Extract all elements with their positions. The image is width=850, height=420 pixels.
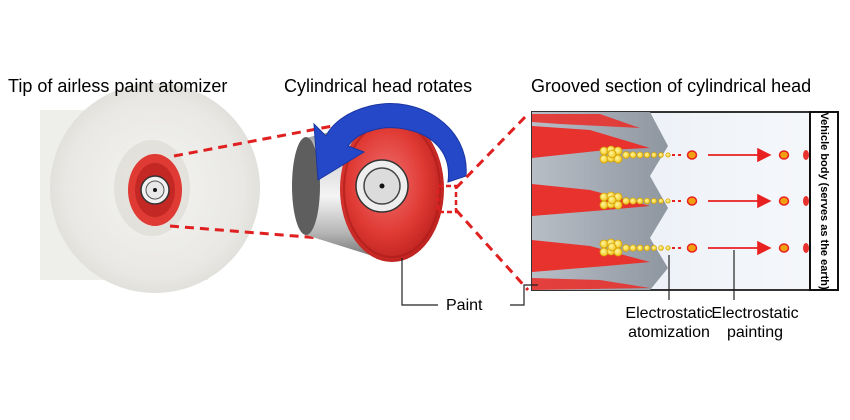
chain-droplet (622, 244, 630, 252)
chain-droplet (643, 151, 651, 159)
label-painting-line1: Electrostatic (711, 305, 799, 322)
chain-droplet (658, 152, 664, 158)
chain-droplet (622, 197, 630, 205)
chain-droplet (636, 197, 644, 205)
zoom-selection-box (436, 184, 458, 214)
vehicle-body (809, 111, 839, 291)
chain-droplet (629, 197, 637, 205)
label-electrostatic-painting: Electrostatic painting (704, 304, 806, 342)
chain-droplet (636, 244, 644, 252)
chain-droplet (658, 198, 664, 204)
chain-droplet (665, 245, 671, 251)
label-vehicle-body: Vehicle body (serves as the earth) (818, 112, 830, 290)
cluster-droplet (613, 154, 623, 164)
zoom-lines-tip-to-head (169, 123, 339, 240)
label-paint: Paint (446, 297, 483, 314)
chain-droplet (629, 151, 637, 159)
chain-droplet (651, 152, 657, 158)
label-atomization-line1: Electrostatic (625, 305, 713, 322)
flying-droplet (686, 243, 698, 253)
grooved-section-panel (531, 111, 839, 291)
cluster-droplet (607, 149, 617, 159)
flying-droplet (778, 150, 790, 160)
chain-droplet (665, 152, 671, 158)
chain-droplet (622, 151, 630, 159)
paint-layer-top (532, 126, 650, 158)
paint-impact (803, 196, 809, 206)
rotation-arrow-icon (313, 103, 467, 183)
cluster-droplet (607, 195, 617, 205)
chain-droplet (665, 198, 671, 204)
title-grooved: Grooved section of cylindrical head (531, 76, 812, 96)
chain-droplet (643, 244, 651, 252)
cluster-droplet (613, 247, 623, 257)
paint-impact (803, 150, 809, 160)
flying-droplet (686, 196, 698, 206)
cluster-droplet (613, 200, 623, 210)
chain-droplet (651, 198, 657, 204)
chain-droplet (643, 197, 651, 205)
chain-droplet (629, 244, 637, 252)
label-atomization-line2: atomization (628, 324, 710, 341)
atomizer-tip-photo (40, 83, 260, 293)
cluster-droplet (607, 242, 617, 252)
flying-droplet (778, 243, 790, 253)
flying-droplet (778, 196, 790, 206)
title-tip: Tip of airless paint atomizer (8, 76, 228, 96)
flying-droplet (686, 150, 698, 160)
leader-lines (401, 250, 735, 306)
label-painting-line2: painting (726, 324, 784, 341)
paint-layer-bottom (532, 240, 650, 272)
title-rotate: Cylindrical head rotates (284, 76, 473, 96)
zoom-lines-head-to-groove (454, 112, 530, 292)
electrostatic-droplets (599, 145, 809, 257)
chain-droplet (636, 151, 644, 159)
label-electrostatic-atomization: Electrostatic atomization (618, 304, 720, 342)
paint-impact (803, 243, 809, 253)
chain-droplet (651, 245, 657, 251)
chain-droplet (658, 245, 664, 251)
